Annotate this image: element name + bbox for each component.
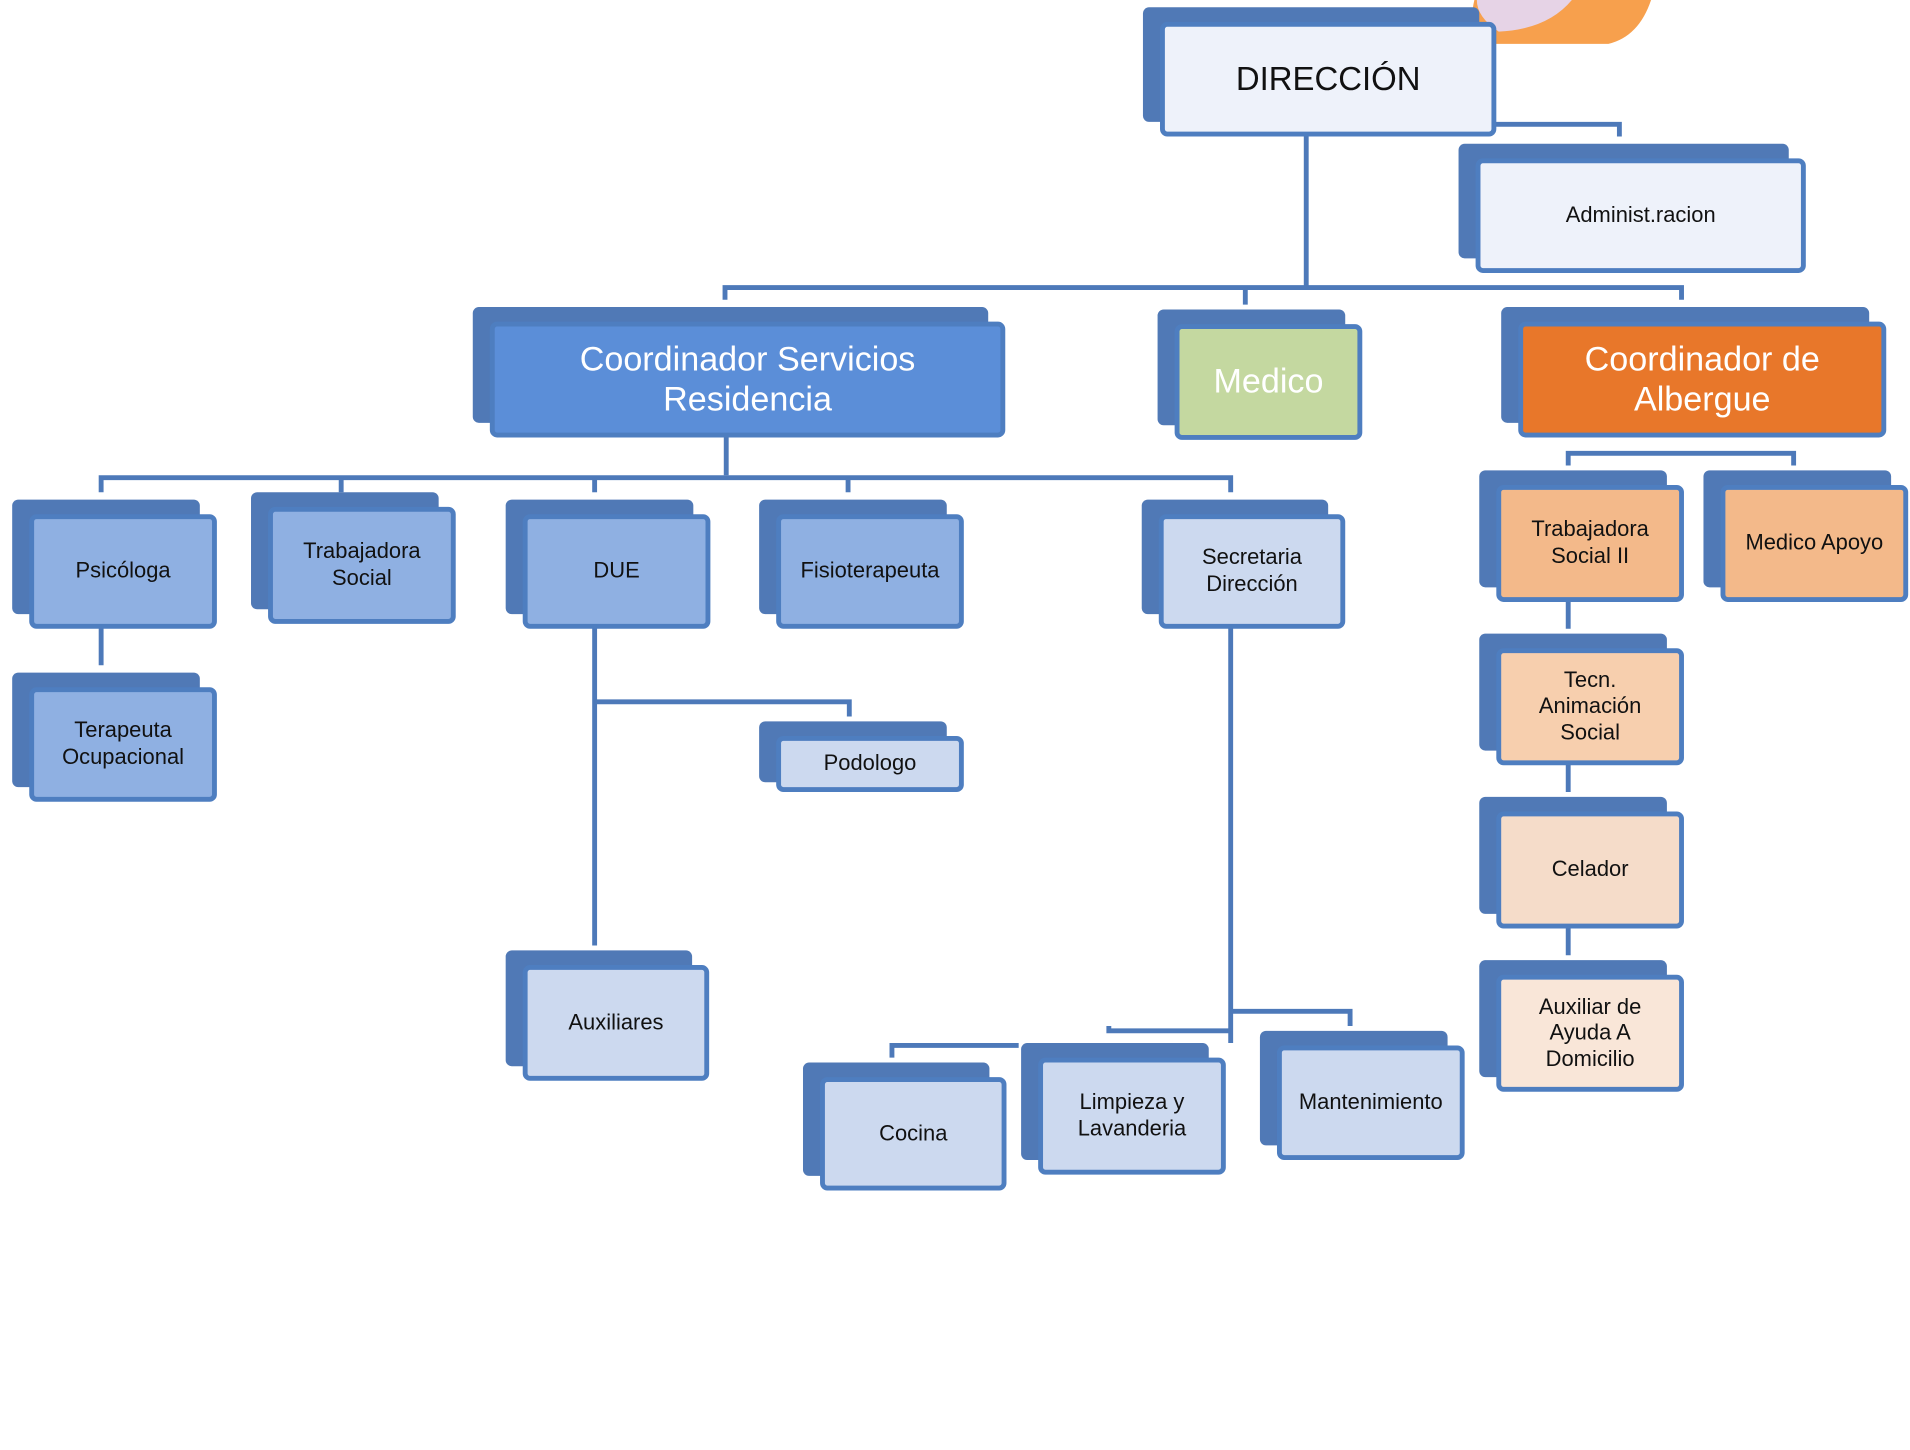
node-cocina: Cocina <box>802 1062 1007 1191</box>
node-secretaria-label: Secretaria Dirección <box>1158 514 1346 629</box>
node-cocina-label: Cocina <box>820 1077 1007 1191</box>
node-coordinador-residencia: Coordinador Servicios Residencia <box>472 307 1006 438</box>
node-due: DUE <box>505 499 711 629</box>
node-terapeuta-label: Terapeuta Ocupacional <box>29 687 217 802</box>
node-limpieza-label: Limpieza y Lavanderia <box>1038 1057 1226 1175</box>
node-administracion: Administ.racion <box>1458 143 1806 273</box>
node-mantenimiento-label: Mantenimiento <box>1276 1045 1465 1161</box>
node-direccion-label: DIRECCIÓN <box>1160 21 1497 137</box>
node-trabajadora-social-label: Trabajadora Social <box>268 506 456 624</box>
node-celador-label: Celador <box>1496 811 1684 929</box>
node-trabajadora-social-ii: Trabajadora Social II <box>1479 470 1684 602</box>
connector-lines <box>98 121 1797 1058</box>
logo-fragment-inner <box>1476 0 1572 32</box>
node-podologo-label: Podologo <box>776 735 964 793</box>
node-coordinador-albergue: Coordinador de Albergue <box>1501 307 1887 438</box>
node-medico-apoyo: Medico Apoyo <box>1703 470 1909 602</box>
node-administracion-label: Administ.racion <box>1475 158 1806 273</box>
node-medico-label: Medico <box>1174 324 1363 440</box>
node-due-label: DUE <box>522 514 711 629</box>
node-celador: Celador <box>1479 796 1684 929</box>
node-secretaria: Secretaria Dirección <box>1141 499 1346 629</box>
connectors <box>98 0 1797 1058</box>
connector-level2-bus <box>722 285 1684 300</box>
connector-secretaria-mantenimiento <box>1230 1008 1353 1026</box>
node-terapeuta: Terapeuta Ocupacional <box>12 672 217 802</box>
node-psicologa-label: Psicóloga <box>29 514 217 629</box>
node-fisioterapeuta-label: Fisioterapeuta <box>776 514 964 629</box>
connector-residencia-bus <box>98 475 1234 493</box>
node-auxiliar-domicilio-label: Auxiliar de Ayuda A Domicilio <box>1496 974 1684 1092</box>
node-coordinador-residencia-label: Coordinador Servicios Residencia <box>489 321 1006 438</box>
node-podologo: Podologo <box>759 721 964 793</box>
node-psicologa: Psicóloga <box>12 499 217 629</box>
node-auxiliar-domicilio: Auxiliar de Ayuda A Domicilio <box>1479 960 1684 1092</box>
node-trabajadora-social-ii-label: Trabajadora Social II <box>1496 484 1684 602</box>
node-mantenimiento: Mantenimiento <box>1259 1030 1465 1161</box>
node-fisioterapeuta: Fisioterapeuta <box>759 499 964 629</box>
connector-albergue-bus <box>1565 450 1797 466</box>
node-tecn-animacion: Tecn. Animación Social <box>1479 633 1684 766</box>
node-medico: Medico <box>1157 309 1363 440</box>
node-coordinador-albergue-label: Coordinador de Albergue <box>1518 321 1887 438</box>
connector-direccion-admin <box>1492 121 1622 137</box>
connector-secretaria-limpieza <box>1106 1025 1231 1034</box>
node-trabajadora-social: Trabajadora Social <box>251 492 456 624</box>
node-tecn-animacion-label: Tecn. Animación Social <box>1496 648 1684 766</box>
node-medico-apoyo-label: Medico Apoyo <box>1720 484 1909 602</box>
connector-due-podologo <box>594 699 852 717</box>
connector-secretaria-cocina <box>889 1043 1019 1058</box>
node-direccion: DIRECCIÓN <box>1142 7 1497 137</box>
node-auxiliares-label: Auxiliares <box>522 965 710 1081</box>
node-auxiliares: Auxiliares <box>505 950 710 1081</box>
node-limpieza: Limpieza y Lavanderia <box>1021 1043 1226 1175</box>
